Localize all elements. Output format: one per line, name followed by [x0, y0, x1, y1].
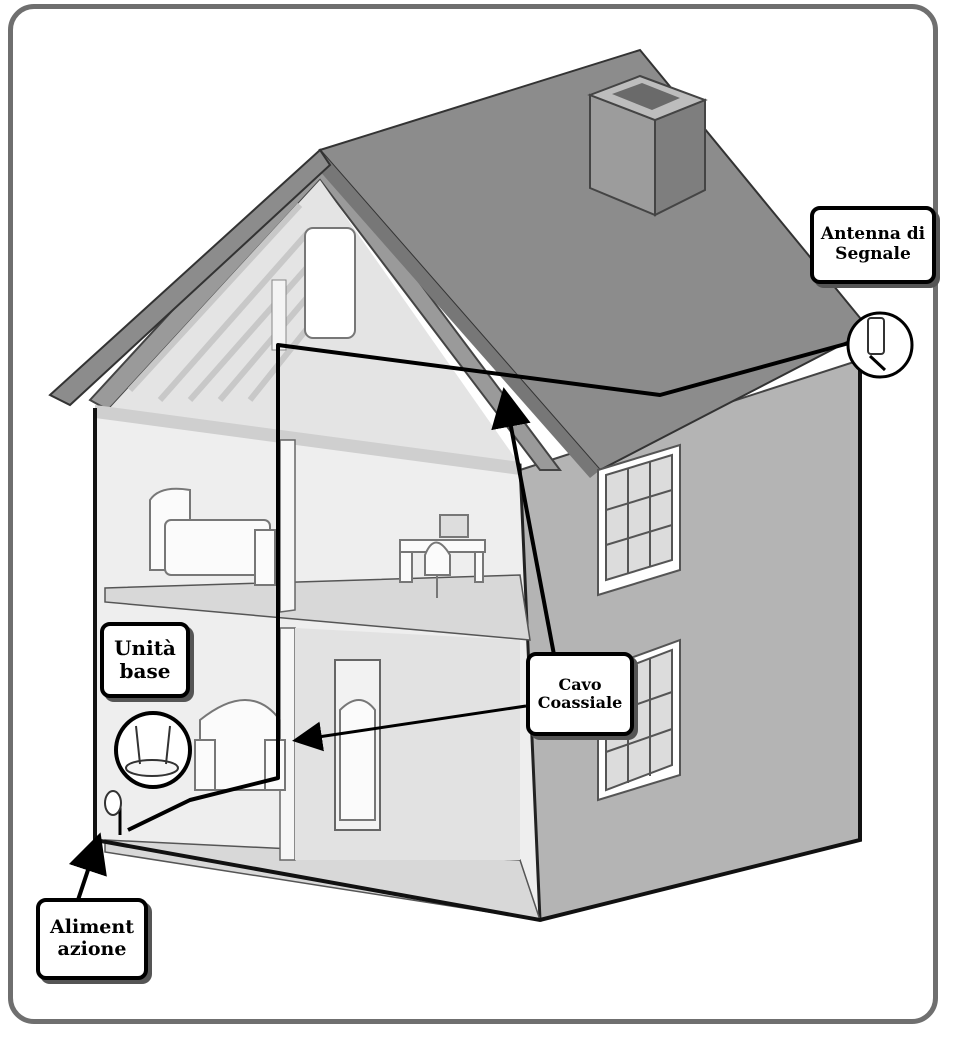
antenna-icon: [868, 318, 884, 354]
armchair: [195, 700, 285, 790]
antenna-label: Antenna di Segnale: [810, 206, 936, 284]
base-label-line-2: base: [120, 660, 171, 683]
armchair-2: [340, 700, 375, 820]
attic-tank: [305, 228, 355, 338]
partition-wall-upper: [280, 440, 295, 612]
power-label-line-1: Aliment: [50, 917, 134, 939]
base-unit-label: Unità base: [100, 622, 190, 698]
power-label: Aliment azione: [36, 898, 148, 980]
coaxial-cable-label: Cavo Coassiale: [526, 652, 634, 736]
cable-label-line-1: Cavo: [558, 676, 601, 694]
antenna-label-line-1: Antenna di: [821, 225, 925, 245]
cable-label-line-2: Coassiale: [538, 694, 623, 712]
back-wall-lower-right: [295, 628, 520, 860]
attic-pipe: [272, 280, 286, 350]
pointer-power: [78, 840, 98, 900]
antenna-label-line-2: Segnale: [835, 245, 911, 265]
power-outlet: [105, 791, 121, 815]
power-label-line-2: azione: [58, 939, 127, 961]
window-upper: [598, 445, 680, 595]
base-label-line-1: Unità: [114, 637, 176, 660]
